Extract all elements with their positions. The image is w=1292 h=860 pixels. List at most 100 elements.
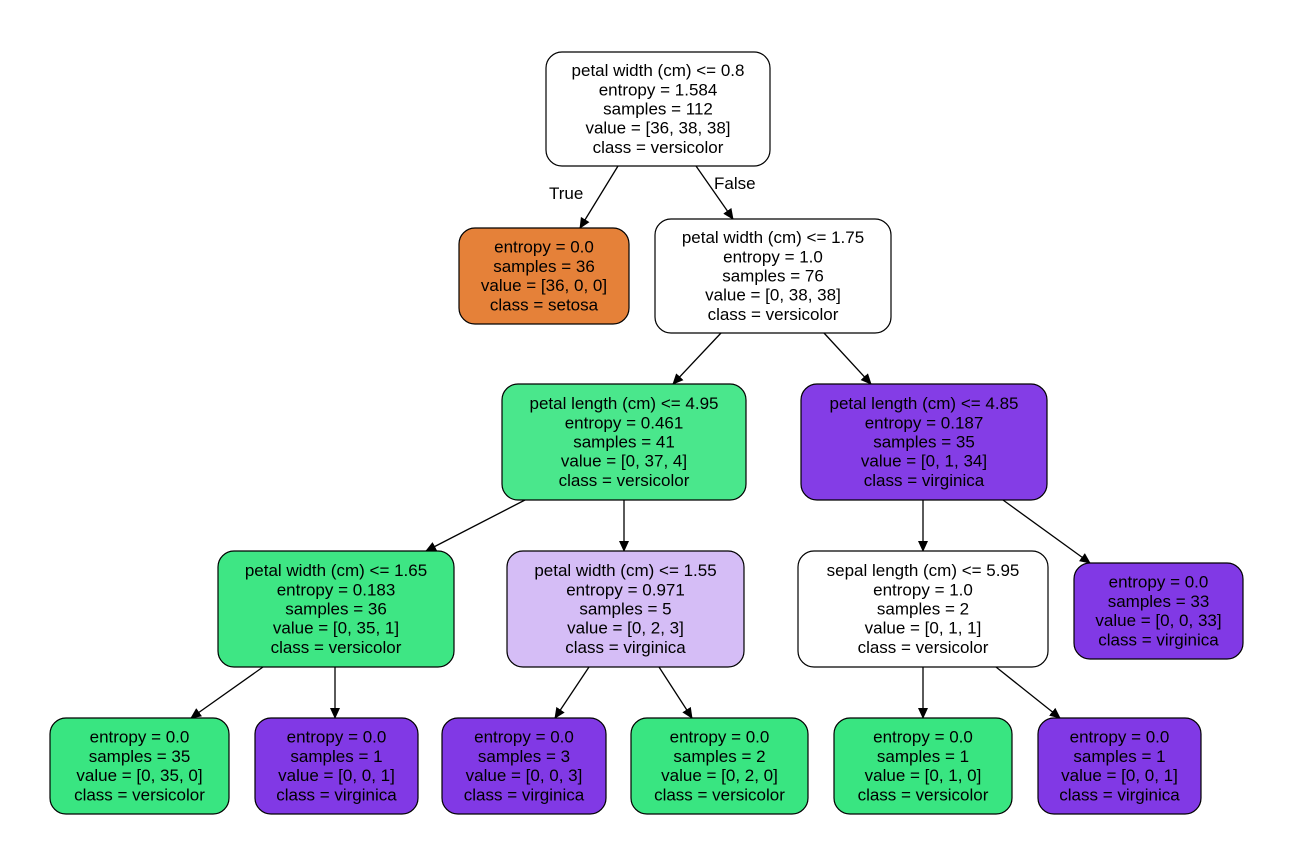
tree-node-box xyxy=(506,550,745,668)
tree-node-line: entropy = 0.0 xyxy=(287,728,387,747)
tree-edge xyxy=(695,165,734,220)
tree-node-box xyxy=(1037,717,1202,815)
tree-node-line: value = [0, 1, 0] xyxy=(865,766,982,785)
tree-node-line: value = [0, 0, 33] xyxy=(1095,611,1221,630)
tree-node-line: value = [0, 37, 4] xyxy=(561,452,687,471)
tree-node-line: entropy = 0.971 xyxy=(566,580,685,599)
tree-node-line: entropy = 0.0 xyxy=(90,728,190,747)
tree-node-line: entropy = 1.0 xyxy=(873,580,973,599)
tree-node-box xyxy=(797,550,1049,668)
tree-node-line: value = [0, 1, 34] xyxy=(861,452,987,471)
tree-node-box xyxy=(800,383,1048,501)
tree-edge xyxy=(190,666,264,719)
tree-node-line: class = setosa xyxy=(490,295,599,314)
tree-edge xyxy=(658,666,693,719)
tree-node-line: samples = 36 xyxy=(285,600,387,619)
tree-node-line: sepal length (cm) <= 5.95 xyxy=(827,561,1020,580)
tree-node-line: class = virginica xyxy=(1098,630,1219,649)
tree-node-line: class = virginica xyxy=(565,638,686,657)
tree-node-line: samples = 35 xyxy=(89,747,191,766)
tree-node-line: entropy = 0.0 xyxy=(494,238,594,257)
tree-edge xyxy=(554,666,590,719)
tree-node-line: entropy = 0.187 xyxy=(865,413,984,432)
tree-node-line: samples = 76 xyxy=(722,267,824,286)
tree-node-box xyxy=(458,227,630,325)
tree-node-line: samples = 35 xyxy=(873,433,975,452)
tree-node-line: petal width (cm) <= 1.65 xyxy=(245,561,427,580)
tree-node-line: value = [0, 38, 38] xyxy=(705,286,841,305)
tree-node-box xyxy=(545,51,771,167)
tree-node-line: samples = 112 xyxy=(603,100,713,119)
true-edge-label: True xyxy=(549,184,583,203)
tree-edge xyxy=(579,165,619,229)
tree-node-line: samples = 33 xyxy=(1108,592,1210,611)
tree-node-line: petal length (cm) <= 4.95 xyxy=(529,394,718,413)
tree-edge xyxy=(995,666,1061,719)
tree-node-box xyxy=(833,717,1013,815)
tree-node-line: class = versicolor xyxy=(271,638,402,657)
tree-node-box xyxy=(1073,562,1244,660)
tree-node-line: value = [0, 1, 1] xyxy=(865,619,982,638)
tree-node-line: class = versicolor xyxy=(858,638,989,657)
tree-node-line: value = [0, 35, 0] xyxy=(76,766,202,785)
tree-node-line: class = virginica xyxy=(464,785,585,804)
tree-node-line: samples = 1 xyxy=(877,747,969,766)
tree-node-box xyxy=(254,717,419,815)
tree-node-line: samples = 36 xyxy=(493,257,595,276)
tree-node-line: class = virginica xyxy=(276,785,397,804)
tree-node-line: entropy = 0.183 xyxy=(277,580,396,599)
tree-node-line: samples = 1 xyxy=(1073,747,1165,766)
tree-node-line: entropy = 0.0 xyxy=(670,728,770,747)
tree-node-box xyxy=(501,383,747,501)
tree-node-line: value = [36, 0, 0] xyxy=(481,276,607,295)
tree-node-box xyxy=(654,218,892,334)
tree-node-line: class = versicolor xyxy=(654,785,785,804)
tree-node-line: samples = 1 xyxy=(290,747,382,766)
tree-node-line: class = virginica xyxy=(864,471,985,490)
tree-node-line: samples = 3 xyxy=(478,747,570,766)
tree-node-box xyxy=(217,550,455,668)
tree-node-line: value = [0, 0, 1] xyxy=(278,766,395,785)
tree-node-box xyxy=(49,717,230,815)
false-edge-label: False xyxy=(714,174,756,193)
tree-node-line: entropy = 1.0 xyxy=(723,247,823,266)
tree-node-line: entropy = 0.0 xyxy=(873,728,973,747)
tree-node-box xyxy=(630,717,809,815)
tree-node-line: petal length (cm) <= 4.85 xyxy=(829,394,1018,413)
tree-node-line: entropy = 0.0 xyxy=(1109,573,1209,592)
tree-node-line: class = virginica xyxy=(1059,785,1180,804)
tree-edge xyxy=(672,332,722,385)
tree-node-line: samples = 2 xyxy=(673,747,765,766)
tree-node-line: class = versicolor xyxy=(559,471,690,490)
tree-edges xyxy=(190,165,1091,719)
tree-node-line: class = versicolor xyxy=(858,785,989,804)
tree-edge xyxy=(823,332,872,385)
tree-node-line: petal width (cm) <= 1.75 xyxy=(682,228,864,247)
tree-node-line: value = [36, 38, 38] xyxy=(585,119,730,138)
tree-node-line: entropy = 0.0 xyxy=(474,728,574,747)
tree-node-line: value = [0, 35, 1] xyxy=(273,619,399,638)
tree-node-line: class = versicolor xyxy=(708,305,839,324)
tree-node-line: petal width (cm) <= 1.55 xyxy=(534,561,716,580)
tree-edge xyxy=(425,499,526,552)
tree-node-line: samples = 2 xyxy=(877,600,969,619)
tree-node-line: entropy = 1.584 xyxy=(599,80,718,99)
tree-node-line: class = versicolor xyxy=(74,785,205,804)
tree-node-line: samples = 41 xyxy=(573,433,675,452)
tree-node-line: value = [0, 2, 0] xyxy=(661,766,778,785)
tree-node-line: value = [0, 2, 3] xyxy=(567,619,684,638)
tree-node-line: value = [0, 0, 1] xyxy=(1061,766,1178,785)
